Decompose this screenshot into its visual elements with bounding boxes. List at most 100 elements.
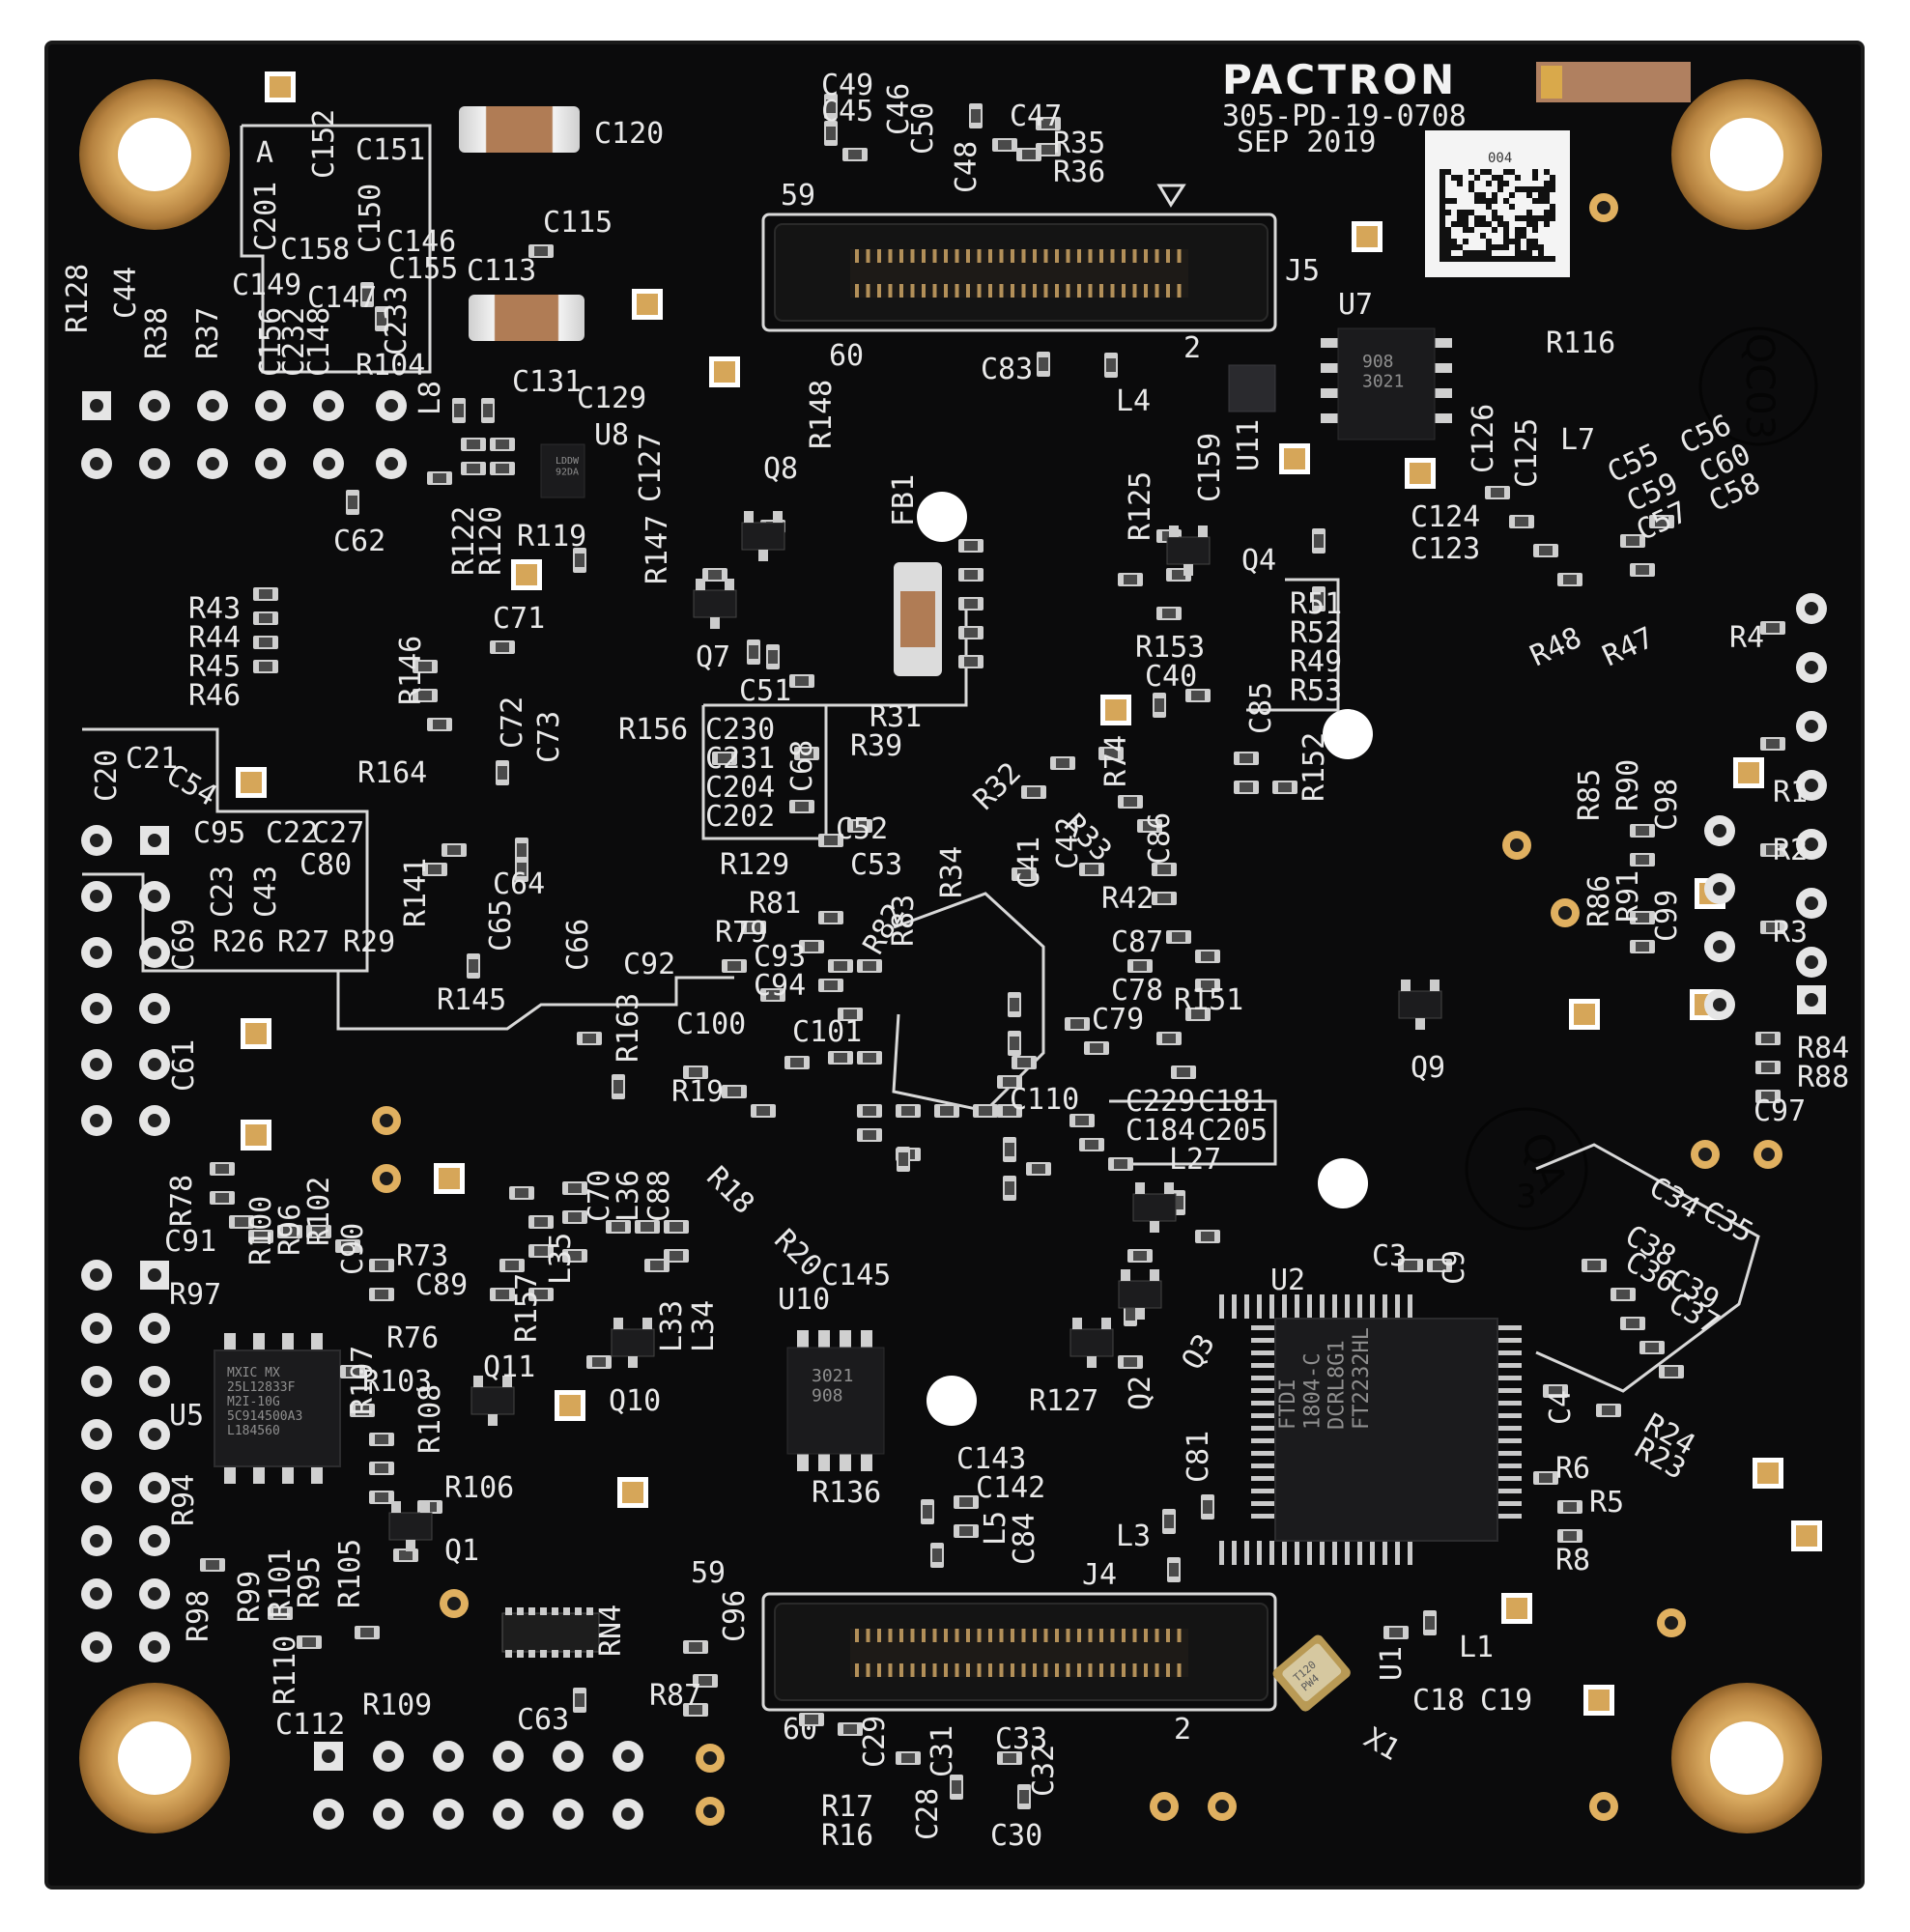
refdes-r74: R74 bbox=[1099, 735, 1133, 787]
smd-part bbox=[1760, 737, 1785, 751]
refdes-c233: C233 bbox=[380, 286, 413, 355]
refdes-c61: C61 bbox=[167, 1039, 201, 1092]
smd-part bbox=[515, 857, 528, 882]
test-pad bbox=[241, 1120, 271, 1151]
smd-part bbox=[1557, 573, 1582, 586]
refdes-r136: R136 bbox=[812, 1476, 881, 1510]
refdes-c81: C81 bbox=[1182, 1431, 1215, 1483]
refdes-r43: R43 bbox=[188, 592, 241, 626]
smd-part bbox=[997, 1104, 1022, 1118]
cap-c120 bbox=[459, 106, 580, 153]
smd-part bbox=[528, 1244, 554, 1258]
header-pad-round bbox=[81, 1105, 112, 1136]
refdes-r49: R49 bbox=[1290, 645, 1342, 679]
refdes-r125: R125 bbox=[1124, 471, 1157, 541]
refdes-r17: R17 bbox=[821, 1790, 873, 1824]
refdes-r94: R94 bbox=[167, 1474, 201, 1526]
refdes-r107: R107 bbox=[346, 1346, 380, 1415]
smd-part bbox=[335, 1239, 360, 1253]
refdes-r79: R79 bbox=[715, 916, 767, 950]
smd-part bbox=[1008, 1031, 1021, 1056]
round-pad bbox=[1551, 898, 1580, 927]
refdes-u7: U7 bbox=[1338, 288, 1373, 322]
header-pad-round bbox=[1704, 815, 1735, 846]
smd-part bbox=[253, 660, 278, 673]
refdes-c27: C27 bbox=[312, 816, 364, 850]
smd-part bbox=[369, 1491, 394, 1504]
header-pad-round bbox=[139, 1632, 170, 1662]
refdes-c125: C125 bbox=[1510, 418, 1544, 488]
smd-part bbox=[644, 1259, 670, 1272]
smd-part bbox=[722, 1085, 747, 1098]
refdes-c202: C202 bbox=[705, 800, 775, 834]
crystal-x1: T120PW4 bbox=[1272, 1634, 1351, 1712]
smd-part bbox=[200, 1558, 225, 1572]
smd-part bbox=[573, 1688, 586, 1713]
round-pad bbox=[1589, 1792, 1618, 1821]
refdes-c72: C72 bbox=[496, 696, 529, 749]
smd-part bbox=[350, 1404, 375, 1417]
svg-text:QC03: QC03 bbox=[1737, 333, 1782, 440]
refdes-r84: R84 bbox=[1797, 1032, 1849, 1065]
refdes-q2: Q2 bbox=[1124, 1376, 1157, 1410]
refdes-q11: Q11 bbox=[483, 1350, 535, 1384]
ferrite-fb1 bbox=[894, 562, 942, 676]
copper-tape-pad bbox=[1541, 66, 1562, 99]
refdes-c101: C101 bbox=[792, 1015, 862, 1049]
refdes-u8: U8 bbox=[594, 418, 629, 452]
header-pad-round bbox=[139, 881, 170, 912]
transistor bbox=[1398, 980, 1442, 1030]
header-pad-round bbox=[139, 1472, 170, 1503]
transistor bbox=[1069, 1318, 1114, 1368]
refdes-r91: R91 bbox=[1611, 870, 1645, 923]
refdes-c44: C44 bbox=[109, 267, 143, 319]
smd-part bbox=[799, 940, 824, 953]
refdes-r145: R145 bbox=[437, 983, 506, 1017]
test-pad bbox=[511, 559, 542, 590]
refdes-c87: C87 bbox=[1111, 925, 1163, 959]
smd-part bbox=[702, 568, 727, 582]
smd-part bbox=[1533, 1471, 1558, 1485]
smd-part bbox=[1630, 563, 1655, 577]
smd-part bbox=[934, 1104, 959, 1118]
refdes-r95: R95 bbox=[293, 1556, 327, 1608]
smd-part bbox=[509, 1186, 534, 1200]
smd-part bbox=[896, 1104, 921, 1118]
smd-part bbox=[1630, 853, 1655, 867]
refdes-r164: R164 bbox=[357, 756, 427, 790]
smd-part bbox=[1185, 689, 1211, 702]
refdes-c120: C120 bbox=[594, 117, 664, 151]
refdes-c232: C232 bbox=[277, 307, 311, 377]
smd-part bbox=[1079, 863, 1104, 876]
refdes-l3: L3 bbox=[1116, 1520, 1151, 1553]
refdes-u11: U11 bbox=[1232, 419, 1266, 471]
refdes-u2: U2 bbox=[1270, 1264, 1305, 1297]
smd-part bbox=[1659, 1365, 1684, 1378]
smd-part bbox=[1398, 1259, 1423, 1272]
mounting-hole-bottom-left bbox=[79, 1683, 230, 1833]
refdes-c20: C20 bbox=[90, 750, 124, 802]
refdes-r127: R127 bbox=[1029, 1384, 1098, 1418]
refdes-c46: C46 bbox=[882, 83, 916, 135]
refdes-l1: L1 bbox=[1459, 1631, 1494, 1664]
smd-part bbox=[268, 1606, 293, 1620]
refdes-c50: C50 bbox=[906, 102, 940, 155]
refdes-r146: R146 bbox=[394, 636, 428, 705]
smd-part bbox=[1195, 950, 1220, 963]
refdes-r44: R44 bbox=[188, 621, 241, 655]
refdes-l35: L35 bbox=[544, 1233, 578, 1285]
smd-part bbox=[997, 1075, 1022, 1089]
smd-part bbox=[664, 1249, 689, 1263]
refdes-r52: R52 bbox=[1290, 616, 1342, 650]
test-pad bbox=[265, 71, 296, 102]
j4-ref: J4 bbox=[1082, 1558, 1117, 1592]
refdes-c146: C146 bbox=[386, 225, 456, 259]
header-pad-round bbox=[139, 1578, 170, 1609]
smd-part bbox=[528, 244, 554, 258]
refdes-c40: C40 bbox=[1145, 660, 1197, 694]
refdes-r16: R16 bbox=[821, 1819, 873, 1853]
refdes-r101: R101 bbox=[264, 1548, 298, 1618]
header-pad-round bbox=[1796, 770, 1827, 801]
smd-part bbox=[1156, 607, 1182, 620]
